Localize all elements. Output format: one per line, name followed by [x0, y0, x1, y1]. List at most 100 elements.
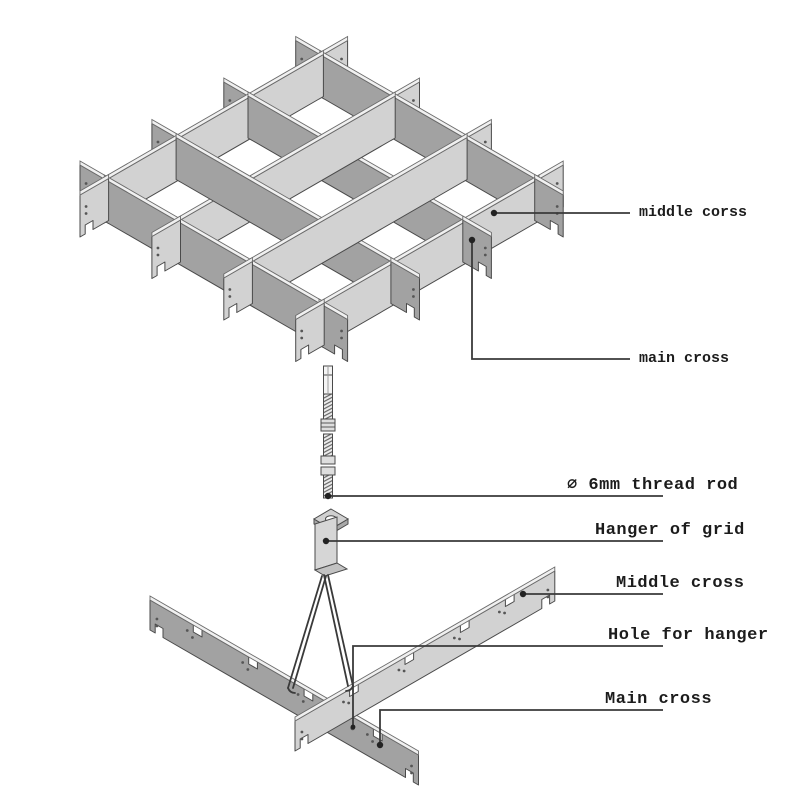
main-cross-stub-near: [534, 173, 564, 238]
middle-cross-stub-near: [295, 298, 325, 362]
hole-dot: [84, 205, 88, 208]
hole-dot: [191, 636, 194, 639]
hole-dot: [300, 737, 304, 741]
web-face: [223, 261, 253, 321]
hole-dot: [340, 336, 343, 340]
web-face: [151, 219, 181, 279]
top-flange: [295, 298, 325, 321]
top-flange: [294, 566, 556, 722]
rod-threads: [323, 433, 333, 457]
hanger-wire-clip: [327, 574, 354, 687]
middle-cross-stub-near: [151, 215, 181, 279]
hole-dot: [84, 182, 88, 185]
hole-dot: [546, 588, 550, 592]
grid-assembly-drawing: [79, 35, 564, 362]
hole-dot: [84, 212, 88, 215]
label-thread-rod: ∅ 6mm thread rod: [567, 476, 739, 495]
hole-dot: [342, 700, 345, 704]
rod-nut: [320, 466, 336, 476]
hole-dot: [458, 637, 461, 641]
main-cross-stub-near: [462, 215, 492, 279]
hole-dot: [483, 246, 487, 250]
hole-dot: [410, 764, 413, 768]
web-face: [295, 302, 325, 362]
hole-dot: [228, 295, 232, 298]
hole-dot: [412, 288, 415, 291]
label-main-cross-upper: main cross: [639, 350, 730, 367]
hole-dot: [497, 610, 501, 614]
hanger-wire-clip: [287, 575, 323, 689]
middle-cross-stub-near: [79, 173, 110, 238]
hanger-foot: [313, 562, 349, 577]
web-face: [390, 261, 420, 321]
top-flange: [151, 215, 181, 238]
hole-dot: [555, 182, 559, 185]
web-face: [534, 178, 564, 238]
main-cross-stub-near: [390, 256, 420, 321]
hole-dot: [156, 253, 160, 257]
leader-dot: [490, 209, 498, 217]
leader-dot: [519, 590, 527, 598]
hole-dot: [371, 740, 374, 743]
hole-dot: [155, 624, 159, 628]
web-face: [318, 302, 349, 362]
hanger-wire-clip: [287, 687, 296, 694]
hole-dot: [452, 636, 456, 640]
hole-dot: [300, 57, 304, 61]
main-cross-stub-near: [318, 298, 349, 362]
hole-dot: [340, 329, 343, 333]
leader-dot: [468, 236, 476, 244]
hole-dot: [185, 629, 189, 632]
hole-dot: [402, 669, 406, 673]
top-flange: [79, 173, 110, 196]
web-face: [79, 178, 110, 238]
thread-rod-drawing: [320, 365, 336, 499]
web-face: [462, 219, 492, 279]
leader-dot: [350, 724, 356, 730]
hole-dot: [503, 611, 506, 615]
hanger-wire-clip: [323, 574, 349, 687]
top-flange: [462, 215, 492, 238]
hole-dot: [412, 295, 415, 298]
middle-cross-stub-near: [223, 256, 253, 321]
hole-dot: [228, 288, 232, 291]
top-flange: [223, 256, 253, 279]
hole-dot: [155, 617, 159, 621]
hole-dot: [300, 336, 304, 340]
hole-dot: [340, 57, 343, 61]
hole-dot: [546, 595, 550, 599]
hole-dot: [483, 253, 487, 257]
label-hole-for-hanger: Hole for hanger: [608, 626, 769, 645]
leader-lines: [322, 209, 663, 749]
middle-cross-exploded: [294, 566, 556, 752]
hole-dot: [483, 140, 487, 144]
rod-coupler-nut: [320, 418, 336, 432]
hole-dot: [301, 700, 305, 703]
hole-dot: [156, 246, 160, 250]
middle-cross-member: [294, 566, 556, 752]
label-main-cross-lower: Main cross: [605, 690, 713, 709]
leader-line: [379, 709, 663, 745]
hole-dot: [365, 733, 369, 736]
hole-dot: [555, 205, 559, 208]
rod-threads: [323, 393, 333, 420]
hanger-bracket-drawing: [287, 508, 354, 694]
hole-dot: [241, 661, 245, 664]
hole-dot: [246, 668, 250, 671]
hole-dot: [296, 693, 300, 696]
hanger-wire-clip: [292, 575, 327, 689]
leader-dot: [324, 492, 332, 500]
top-flange: [534, 173, 564, 196]
hole-dot: [156, 140, 160, 144]
label-middle-corss: middle corss: [639, 204, 748, 221]
leader-line: [471, 240, 630, 360]
leader-line: [352, 645, 663, 727]
top-flange: [390, 256, 420, 279]
label-hanger-of-grid: Hanger of grid: [595, 521, 745, 540]
hole-dot: [228, 99, 232, 102]
hole-dot: [412, 99, 415, 102]
hole-dot: [410, 771, 413, 775]
hole-dot: [300, 730, 304, 734]
